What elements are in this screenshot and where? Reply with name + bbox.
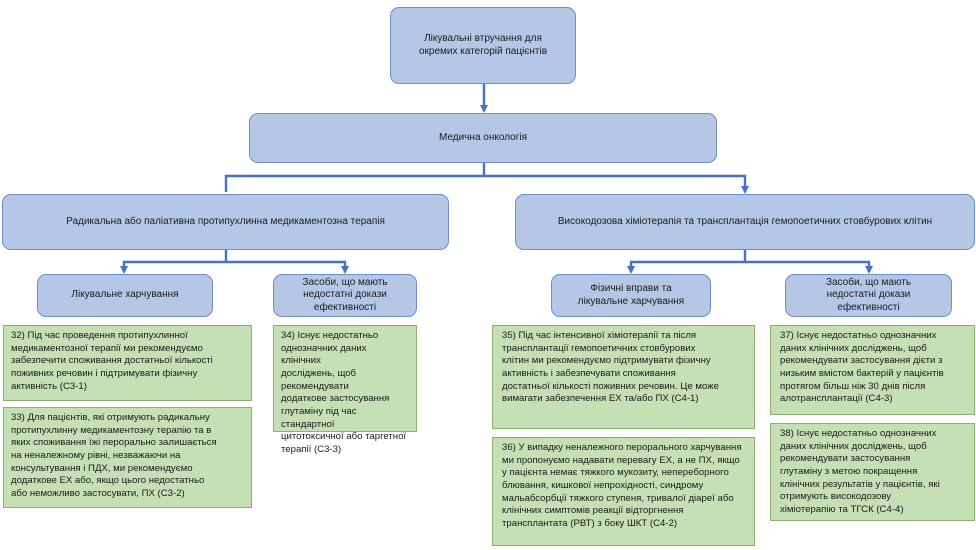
recommendation-35: 35) Під час інтенсивної хіміотерапії та … bbox=[492, 325, 755, 429]
recommendation-32: 32) Під час проведення протипухлинної ме… bbox=[3, 325, 252, 401]
oncology-node: Медична онкологія bbox=[249, 113, 717, 163]
recommendation-38: 38) Існує недостатньо однозначних даних … bbox=[770, 423, 975, 521]
recommendation-34: 34) Існує недостатньо однозначних даних … bbox=[273, 325, 417, 455]
right-insufficient-evidence-node: Засоби, що мають недостатні докази ефект… bbox=[785, 274, 952, 317]
right-exercise-nutrition-node: Фізичні вправи та лікувальне харчування bbox=[551, 274, 711, 317]
recommendation-33: 33) Для пацієнтів, які отримують радикал… bbox=[3, 407, 252, 508]
left-insufficient-evidence-node: Засоби, що мають недостатні докази ефект… bbox=[273, 274, 417, 317]
link-oncology-branch-right bbox=[484, 174, 749, 194]
branch-right-node: Високодозова хіміотерапія та транспланта… bbox=[515, 194, 975, 250]
link-branch-left-child-b bbox=[226, 260, 349, 274]
link-branch-left-children bbox=[120, 250, 228, 274]
recommendation-36: 36) У випадку неналежного перорального х… bbox=[492, 437, 755, 546]
recommendation-37: 37) Існує недостатньо однозначних даних … bbox=[770, 325, 975, 415]
link-branch-right-child-b bbox=[745, 260, 873, 274]
link-branch-right-children bbox=[627, 250, 747, 274]
left-nutrition-node: Лікувальне харчування bbox=[37, 274, 213, 317]
root-node: Лікувальні втручання для окремих категор… bbox=[390, 7, 576, 84]
branch-left-node: Радикальна або паліативна протипухлинна … bbox=[2, 194, 449, 250]
link-oncology-branches bbox=[224, 163, 486, 192]
